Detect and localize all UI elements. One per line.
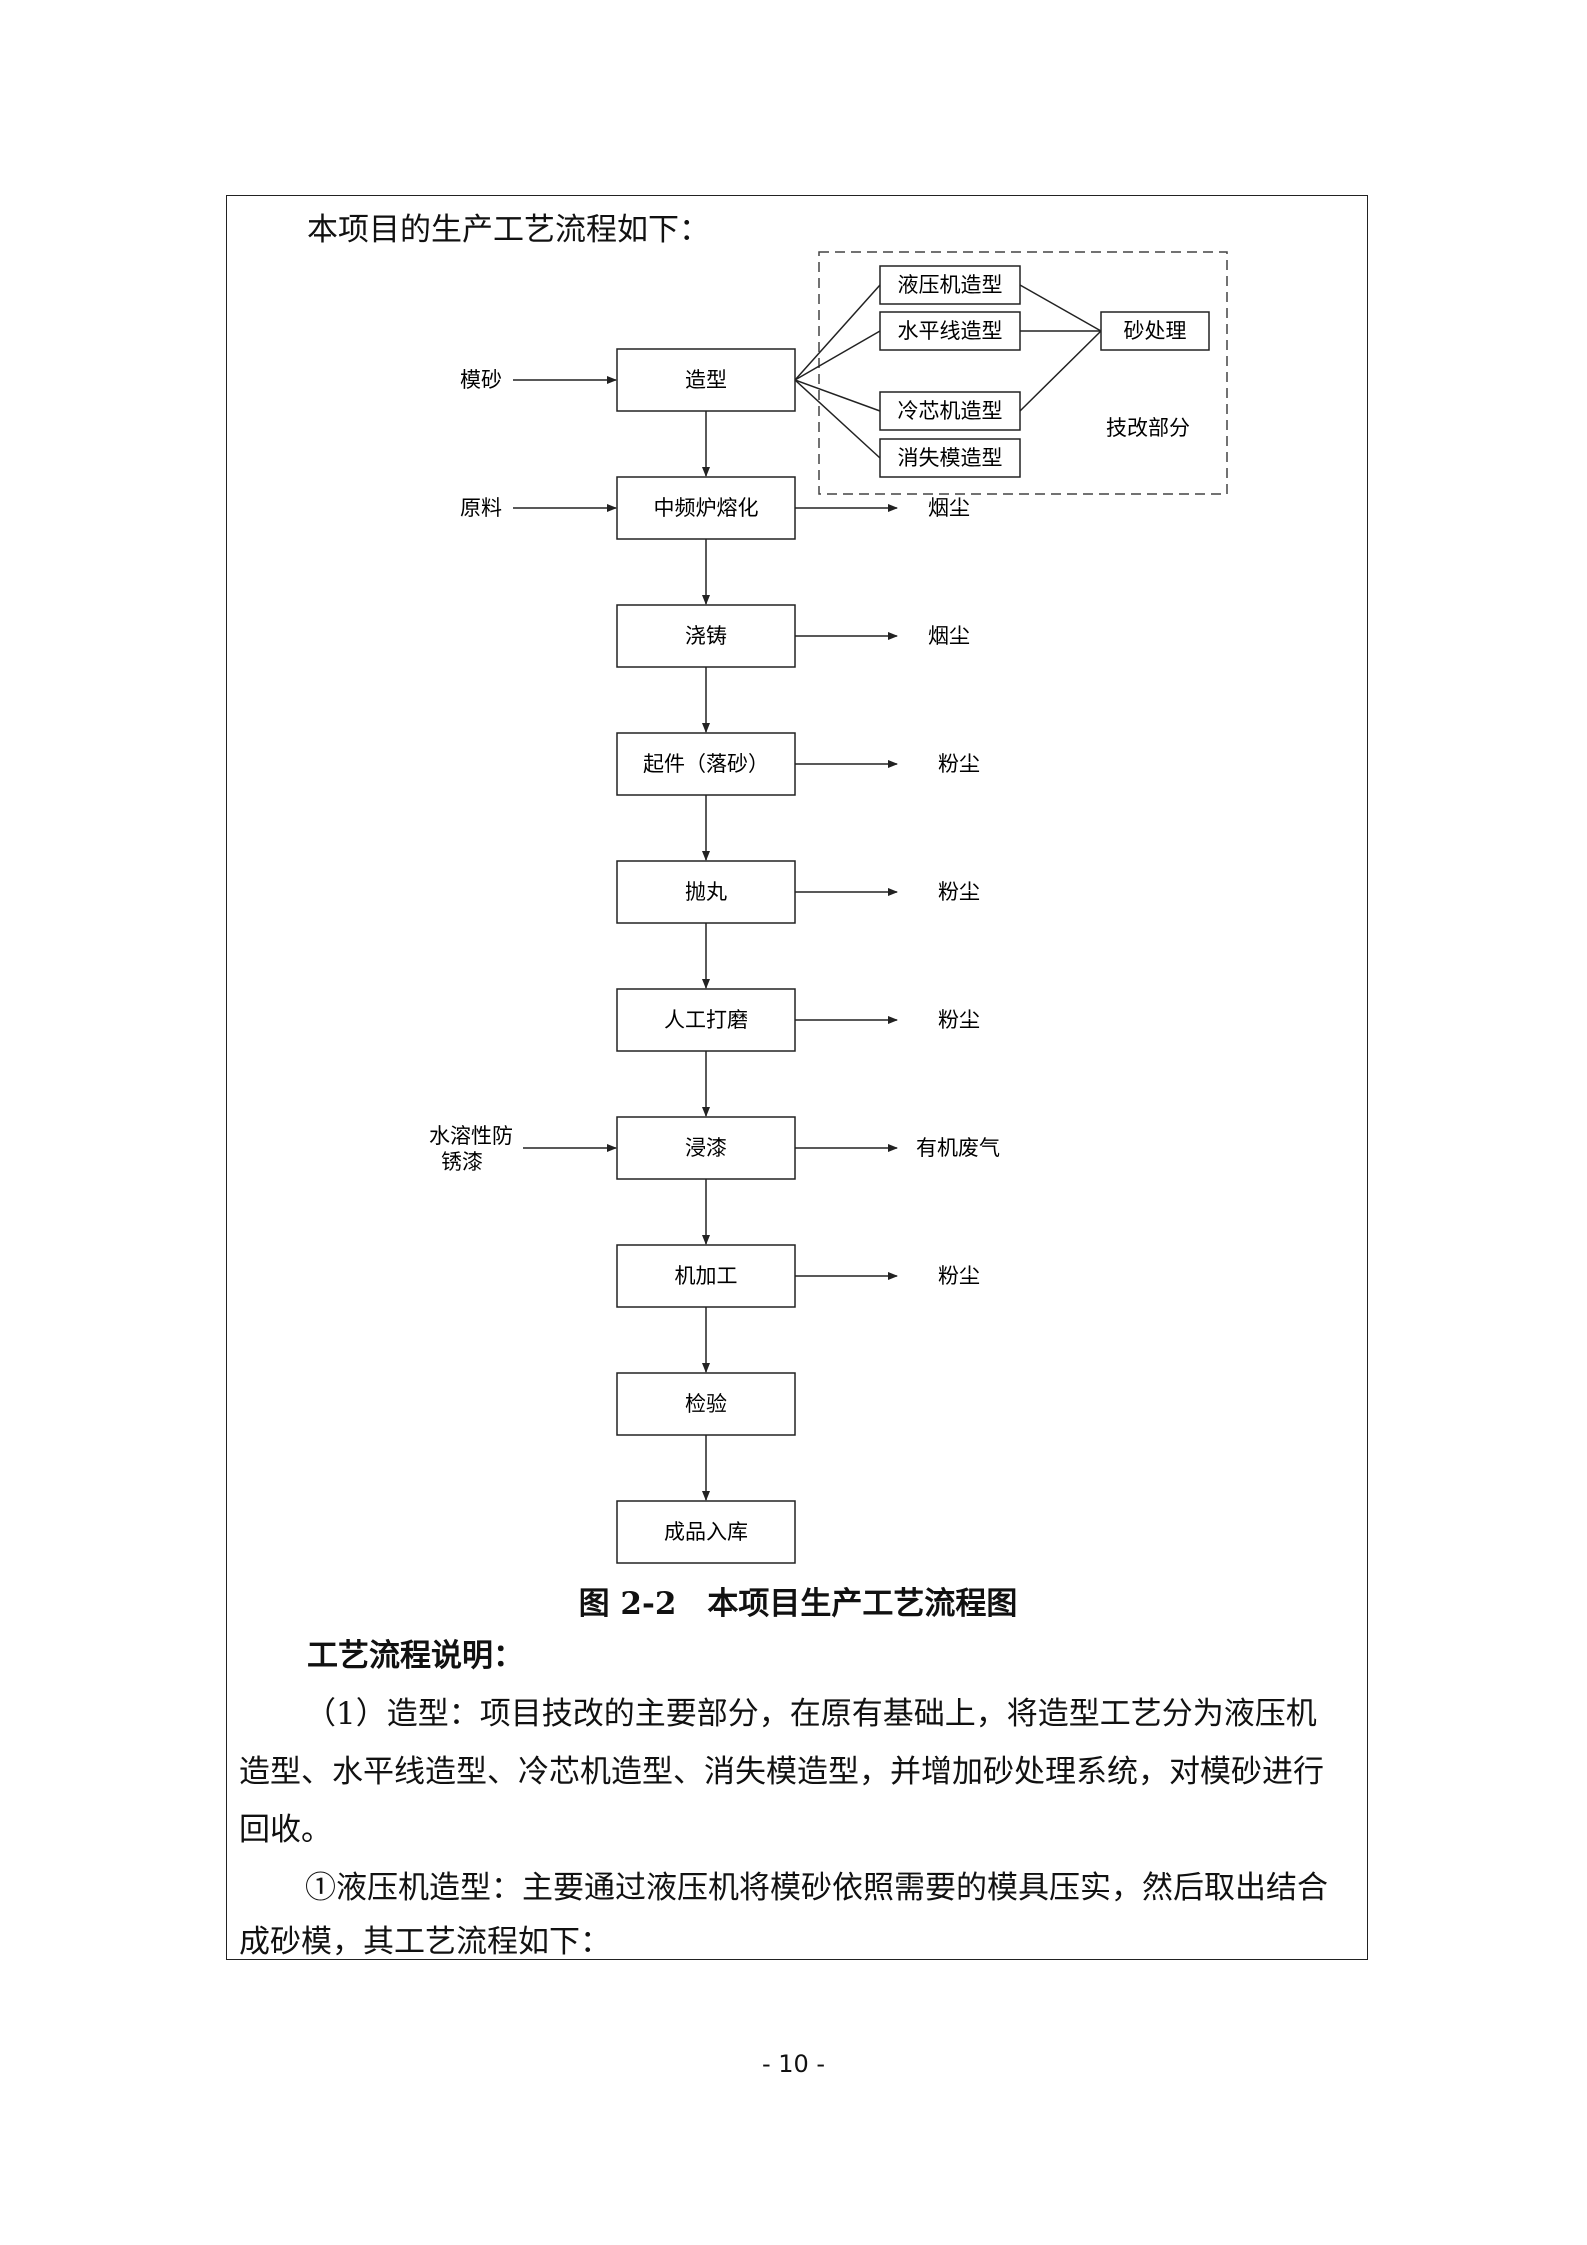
output-machining: 粉尘 xyxy=(938,1264,980,1288)
para2-line2: 成砂模，其工艺流程如下： xyxy=(239,1924,611,1960)
step-molding: 造型 xyxy=(685,368,727,392)
output-grinding: 粉尘 xyxy=(938,1008,980,1032)
input-paint-line1: 水溶性防 xyxy=(429,1124,513,1148)
para1-line3: 回收。 xyxy=(239,1812,332,1848)
para2-line1: ①液压机造型：主要通过液压机将模砂依照需要的模具压实，然后取出结合 xyxy=(305,1870,1328,1906)
section-title: 工艺流程说明： xyxy=(307,1638,524,1674)
step-storage: 成品入库 xyxy=(664,1520,748,1544)
retrofit-region xyxy=(818,251,1228,495)
retrofit-lostfoam: 消失模造型 xyxy=(898,446,1003,470)
step-grinding: 人工打磨 xyxy=(664,1008,748,1032)
output-melting: 烟尘 xyxy=(928,496,970,520)
input-molding-sand: 模砂 xyxy=(460,368,502,392)
step-shakeout: 起件（落砂） xyxy=(643,752,769,776)
output-shot-blast: 粉尘 xyxy=(938,880,980,904)
output-shakeout: 粉尘 xyxy=(938,752,980,776)
step-melting: 中频炉熔化 xyxy=(654,496,759,520)
retrofit-horizontal: 水平线造型 xyxy=(898,319,1003,343)
content-frame: 本项目的生产工艺流程如下： xyxy=(226,195,1368,1960)
input-paint-line2: 锈漆 xyxy=(441,1150,483,1174)
process-flow-diagram: 造型 中频炉熔化 浇铸 起件（落砂） 抛丸 人工打磨 浸漆 机加工 检验 成品入… xyxy=(429,251,1228,1564)
retrofit-label: 技改部分 xyxy=(1106,416,1190,440)
step-box-storage xyxy=(616,1500,796,1564)
page-number: - 10 - xyxy=(761,2050,826,2078)
para1-line2: 造型、水平线造型、冷芯机造型、消失模造型，并增加砂处理系统，对模砂进行 xyxy=(239,1754,1324,1790)
step-shot-blast: 抛丸 xyxy=(685,880,727,904)
retrofit-hydraulic: 液压机造型 xyxy=(898,273,1003,297)
intro-text: 本项目的生产工艺流程如下： xyxy=(307,212,710,248)
step-pouring: 浇铸 xyxy=(685,624,727,648)
para1-line1: （1）造型：项目技改的主要部分，在原有基础上，将造型工艺分为液压机 xyxy=(305,1696,1317,1732)
retrofit-coldcore: 冷芯机造型 xyxy=(898,399,1003,423)
figure-caption: 图 2-2 本项目生产工艺流程图 xyxy=(578,1586,1018,1622)
step-inspection: 检验 xyxy=(685,1392,727,1416)
output-dipping: 有机废气 xyxy=(916,1136,1000,1160)
input-raw-material: 原料 xyxy=(460,496,502,520)
sand-treatment-label: 砂处理 xyxy=(1124,319,1187,343)
step-machining: 机加工 xyxy=(675,1264,738,1288)
step-dipping: 浸漆 xyxy=(685,1136,727,1160)
output-pouring: 烟尘 xyxy=(928,624,970,648)
